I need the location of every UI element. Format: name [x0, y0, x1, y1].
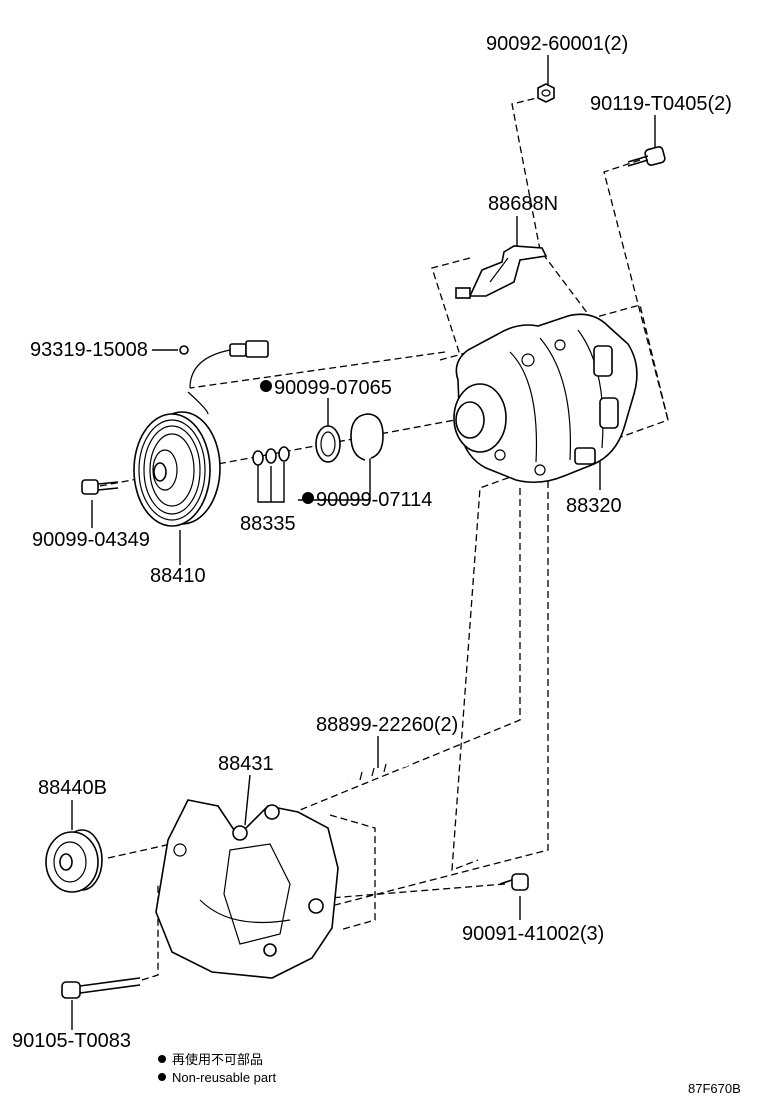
nut-top-part[interactable] — [537, 83, 555, 103]
label-long-bolt[interactable]: 90105-T0083 — [12, 1030, 131, 1052]
bolt-top-part[interactable] — [627, 146, 666, 167]
diagram-id: 87F670B — [688, 1081, 741, 1096]
label-compressor[interactable]: 88320 — [566, 495, 622, 517]
label-screw[interactable]: 93319-15008 — [30, 339, 148, 361]
label-shim-set[interactable]: 88335 — [240, 513, 296, 535]
mount-bracket-part[interactable] — [155, 799, 339, 979]
label-bolt-top[interactable]: 90119-T0405(2) — [590, 93, 732, 115]
legend-dot — [158, 1055, 166, 1063]
legend-dot — [158, 1073, 166, 1081]
clutch-pulley-part[interactable] — [133, 411, 221, 527]
long-bolt-part[interactable] — [61, 977, 141, 999]
snap-ring-part[interactable] — [350, 413, 384, 461]
idler-pulley-part[interactable] — [45, 829, 103, 893]
label-snap-ring[interactable]: 90099-07114 — [316, 489, 432, 511]
bracket-top-part[interactable] — [455, 245, 548, 299]
stud-part[interactable] — [347, 762, 409, 784]
non-reusable-dot — [302, 492, 314, 504]
assembly-lines — [99, 95, 669, 981]
bracket-bolt-part[interactable] — [499, 873, 529, 891]
part-labels: 90092-60001(2) 90119-T0405(2) 88688N 933… — [12, 33, 732, 1052]
label-washer-ring[interactable]: 90099-07065 — [274, 377, 392, 399]
label-nut-top[interactable]: 90092-60001(2) — [486, 33, 628, 55]
non-reusable-dot — [260, 380, 272, 392]
sensor-wire — [187, 340, 269, 415]
label-center-bolt[interactable]: 90099-04349 — [32, 529, 150, 551]
washer-ring-part[interactable] — [315, 425, 341, 463]
label-clutch-pulley[interactable]: 88410 — [150, 565, 206, 587]
legend: 再使用不可部品 Non-reusable part — [158, 1052, 276, 1085]
legend-line-2: Non-reusable part — [172, 1070, 276, 1085]
label-bracket-top[interactable]: 88688N — [488, 193, 558, 215]
label-stud[interactable]: 88899-22260(2) — [316, 714, 458, 736]
screw-part[interactable] — [179, 345, 189, 355]
legend-line-1: 再使用不可部品 — [172, 1052, 263, 1067]
compressor-part[interactable] — [453, 313, 638, 484]
label-idler-pulley[interactable]: 88440B — [38, 777, 107, 799]
leader-lines — [71, 55, 656, 1030]
label-mount-bracket[interactable]: 88431 — [218, 753, 274, 775]
shim-set-part[interactable] — [252, 446, 290, 466]
label-bracket-bolt[interactable]: 90091-41002(3) — [462, 923, 604, 945]
center-bolt-part[interactable] — [81, 479, 119, 495]
